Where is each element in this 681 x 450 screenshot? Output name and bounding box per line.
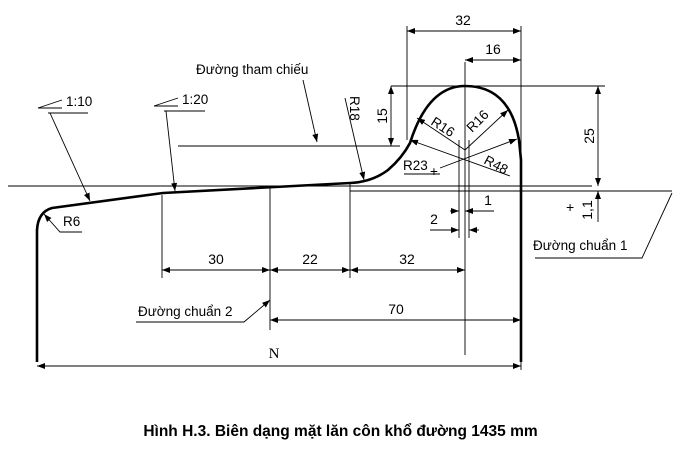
dim-22: 22	[302, 251, 318, 267]
center-mark: +	[566, 199, 574, 215]
r23-leader	[439, 138, 518, 169]
label-slope-1-10: 1:10	[66, 94, 92, 109]
label-r16-right: R16	[464, 107, 492, 135]
dim-1-1: 1,1	[579, 200, 595, 220]
r18-leader	[344, 97, 366, 181]
dim-1: 1	[484, 192, 492, 208]
dim-30: 30	[208, 251, 224, 267]
label-reference-line: Đường tham chiếu	[196, 62, 308, 77]
reference-line-leader	[302, 79, 319, 143]
wheel-profile-drawing: 32 16 15 25 1,1 + 30 22 32 70 N 2 1 + R1…	[8, 12, 673, 370]
dim-top-width: 32	[455, 12, 471, 28]
r48-leader	[409, 139, 511, 177]
dim-70: 70	[388, 301, 404, 317]
label-r23: R23	[403, 158, 428, 173]
r16-leader-left	[416, 117, 466, 151]
label-r16-left: R16	[428, 114, 457, 140]
label-r18: R18	[347, 96, 362, 121]
label-r48: R48	[482, 152, 511, 177]
datum-2-leader	[136, 299, 271, 323]
wheel-tread-profile	[35, 84, 523, 362]
dim-2: 2	[430, 211, 438, 227]
r16-leader-right	[464, 109, 509, 151]
slope-1-20-leader	[165, 110, 178, 192]
dim-half-width: 16	[485, 41, 501, 57]
datum-1-leader	[535, 192, 673, 259]
dim-flange-15: 15	[374, 108, 390, 124]
figure-caption: Hình H.3. Biên dạng mặt lăn côn khổ đườn…	[143, 423, 538, 440]
r6-leader	[43, 213, 82, 233]
slope-icon	[37, 99, 63, 109]
label-slope-1-20: 1:20	[182, 92, 208, 107]
dim-n: N	[269, 346, 280, 362]
slope-1-10-leader	[49, 112, 91, 202]
label-datum-2: Đường chuẩn 2	[138, 304, 232, 319]
label-datum-1: Đường chuẩn 1	[533, 238, 627, 253]
label-r6: R6	[63, 214, 80, 229]
slope-icon	[153, 97, 179, 107]
dim-flange-25: 25	[581, 128, 597, 144]
dim-32: 32	[399, 251, 415, 267]
center-mark: +	[430, 164, 438, 179]
